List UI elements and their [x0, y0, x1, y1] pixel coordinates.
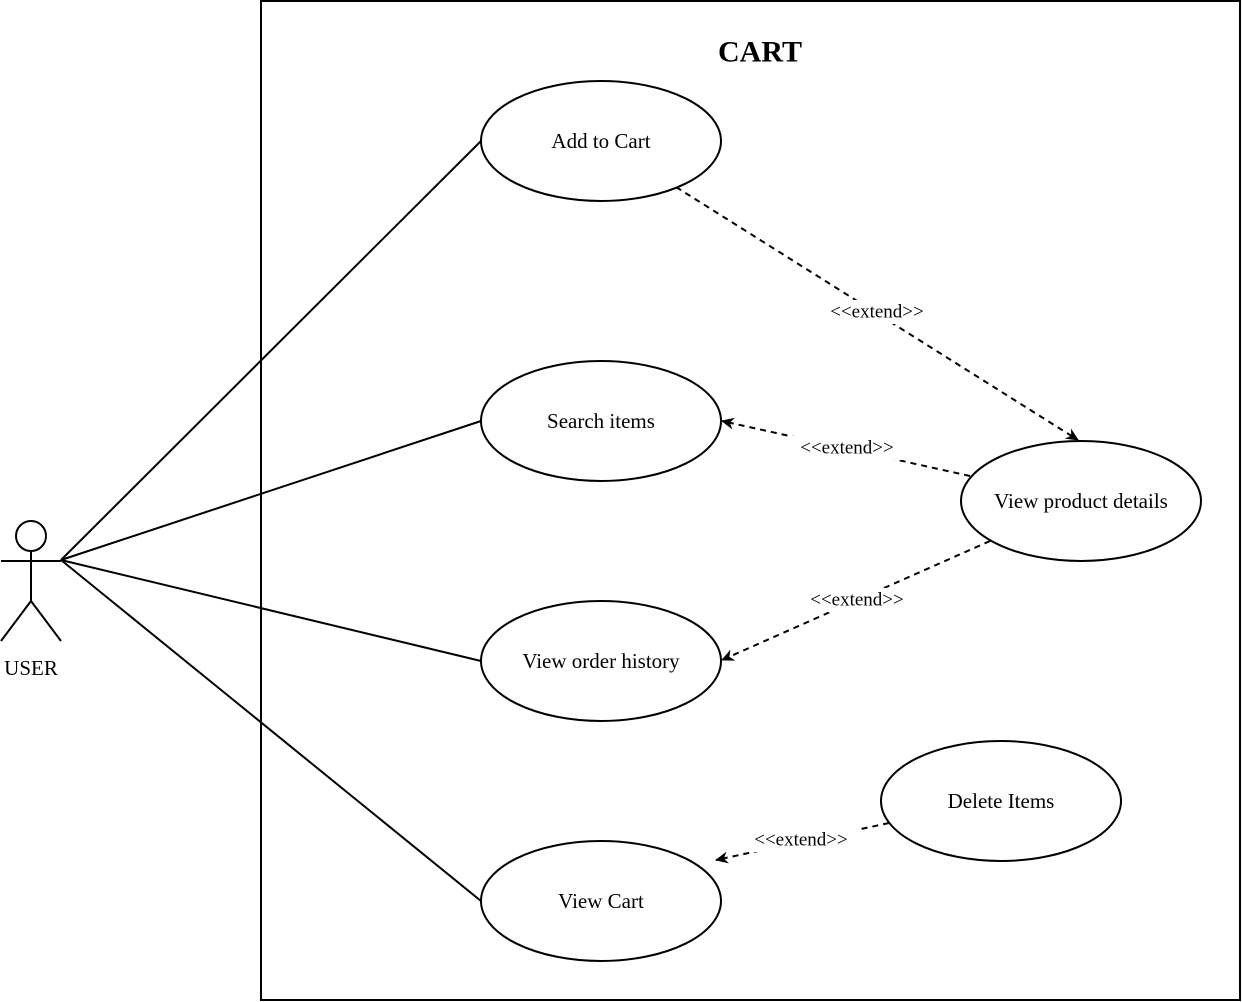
use-case-label: Add to Cart: [551, 129, 650, 153]
extend-edge-search-items: [721, 417, 971, 477]
use-case-delete-items[interactable]: Delete Items: [880, 740, 1122, 862]
association-view-cart: [60, 559, 482, 902]
extend-label: <<extend>>: [754, 830, 848, 851]
system-boundary: [260, 0, 1241, 1001]
association-search-items: [60, 420, 482, 561]
extend-edge-add-to-cart: [675, 186, 1079, 441]
use-case-label: Delete Items: [948, 789, 1055, 813]
association-add-to-cart: [60, 140, 482, 561]
system-title: CART: [718, 36, 802, 69]
use-case-label: View order history: [522, 649, 680, 673]
actor-head: [15, 520, 47, 552]
use-case-label: Search items: [547, 409, 655, 433]
actor-left-leg: [0, 600, 32, 642]
actor-user[interactable]: [0, 520, 62, 642]
actor-label: USER: [4, 656, 58, 680]
use-case-search-items[interactable]: Search items: [480, 360, 722, 482]
use-case-add-to-cart[interactable]: Add to Cart: [480, 80, 722, 202]
extend-label: <<extend>>: [810, 590, 904, 611]
use-case-view-cart[interactable]: View Cart: [480, 840, 722, 962]
extend-label: <<extend>>: [800, 438, 894, 459]
use-case-label: View Cart: [558, 889, 644, 913]
associations: [60, 140, 482, 902]
use-case-label: View product details: [994, 489, 1168, 513]
extend-label: <<extend>>: [830, 302, 924, 323]
use-case-view-product-details[interactable]: View product details: [960, 440, 1202, 562]
association-view-order-history: [60, 559, 482, 662]
extend-labels: <<extend>> <<extend>> <<extend>> <<exten…: [744, 300, 934, 852]
use-case-view-order-history[interactable]: View order history: [480, 600, 722, 722]
actor-right-leg: [30, 600, 62, 642]
